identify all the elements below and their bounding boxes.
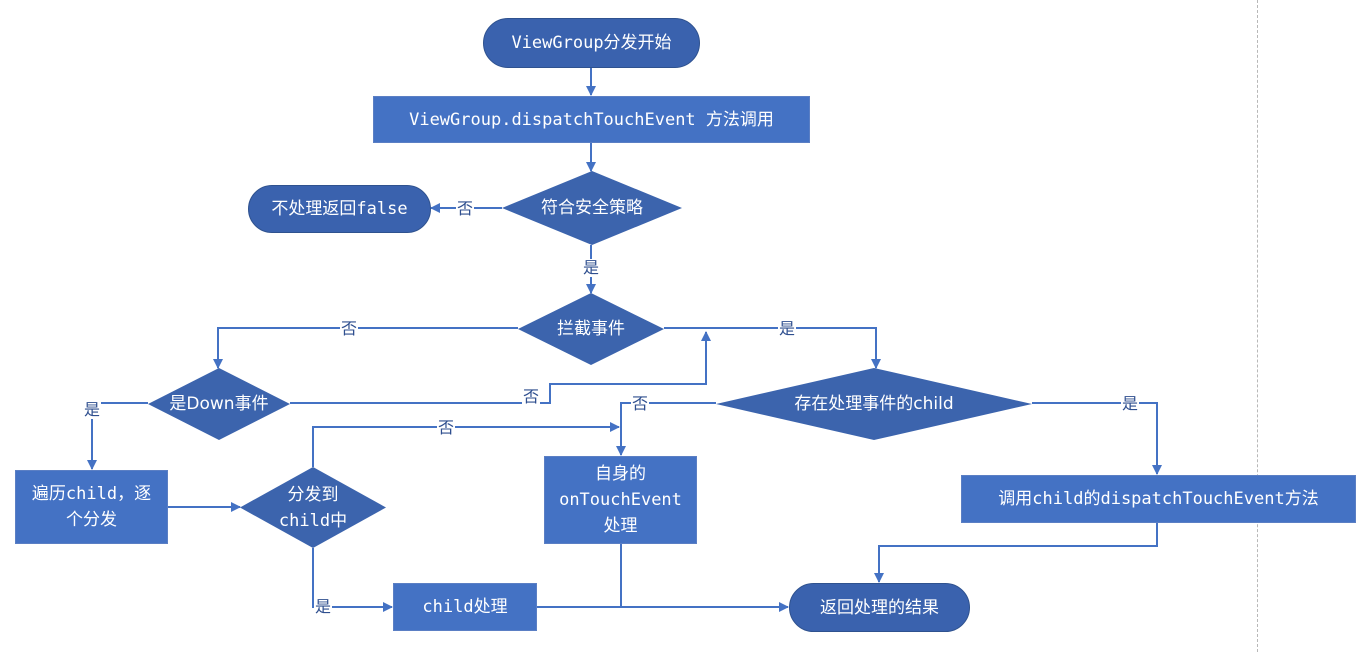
has-target-child-label: 存在处理事件的child [794, 394, 954, 414]
page-divider [1257, 0, 1258, 652]
edge-has-child-no [616, 402, 716, 456]
has-target-child-decision: 存在处理事件的child [716, 368, 1032, 440]
security-check-decision: 符合安全策略 [502, 171, 682, 245]
edge-intercept-yes [664, 327, 881, 369]
dispatch-call-node: ViewGroup.dispatchTouchEvent 方法调用 [373, 96, 810, 143]
call-child-dispatch-label: 调用child的dispatchTouchEvent方法 [998, 489, 1319, 509]
diamond-shape [148, 368, 290, 440]
diamond-shape [240, 467, 386, 548]
edge-down-no [290, 331, 711, 404]
edge-label-security-yes: 是 [581, 258, 601, 277]
self-handle-label-2: onTouchEvent [559, 490, 682, 510]
edge-label-intercept-yes: 是 [777, 319, 797, 338]
diamond-shape [716, 368, 1032, 440]
return-result-label: 返回处理的结果 [820, 597, 939, 618]
child-handle-node: child处理 [393, 583, 537, 631]
is-down-label: 是Down事件 [169, 394, 269, 414]
edge-label-down-yes: 是 [82, 400, 102, 419]
intercept-label: 拦截事件 [557, 319, 625, 339]
is-down-decision: 是Down事件 [148, 368, 290, 440]
edge-has-child-yes [1032, 402, 1162, 475]
diamond-shape [518, 293, 664, 365]
self-handle-node: 自身的 onTouchEvent 处理 [544, 456, 697, 544]
iterate-children-label-1: 遍历child，逐 [31, 484, 152, 504]
iterate-children-node: 遍历child，逐 个分发 [15, 470, 168, 544]
edge-label-security-no: 否 [455, 199, 475, 218]
dispatched-label-1: 分发到 [287, 484, 339, 505]
edge-label-has-child-yes: 是 [1120, 394, 1140, 413]
edge-label-dispatched-no: 否 [436, 418, 456, 437]
dispatched-decision: 分发到 child中 [240, 467, 386, 548]
intercept-decision: 拦截事件 [518, 293, 664, 365]
dispatched-label-2: child中 [278, 510, 348, 531]
edge-label-has-child-no: 否 [630, 394, 650, 413]
edge-dispatched-yes [312, 548, 393, 612]
edge-label-intercept-no: 否 [339, 319, 359, 338]
self-handle-label-3: 处理 [603, 516, 638, 536]
start-node-label: ViewGroup分发开始 [511, 33, 672, 53]
return-false-node: 不处理返回false [248, 185, 431, 233]
edge-dispatched-no [312, 422, 620, 467]
child-handle-label: child处理 [422, 597, 508, 617]
self-handle-label-1: 自身的 [595, 464, 646, 484]
edge-label-dispatched-yes: 是 [313, 597, 333, 616]
dispatch-call-label: ViewGroup.dispatchTouchEvent 方法调用 [409, 109, 774, 130]
edge-intercept-no [213, 327, 518, 369]
diamond-shape [502, 171, 682, 245]
return-result-node: 返回处理的结果 [789, 583, 970, 632]
call-child-dispatch-node: 调用child的dispatchTouchEvent方法 [961, 475, 1356, 523]
edge-call-child-to-result [874, 522, 1158, 583]
edge-label-down-no: 否 [521, 387, 541, 406]
iterate-children-label-2: 个分发 [66, 510, 117, 530]
start-node: ViewGroup分发开始 [483, 18, 700, 68]
return-false-label: 不处理返回false [271, 199, 408, 219]
security-check-label: 符合安全策略 [541, 198, 643, 218]
